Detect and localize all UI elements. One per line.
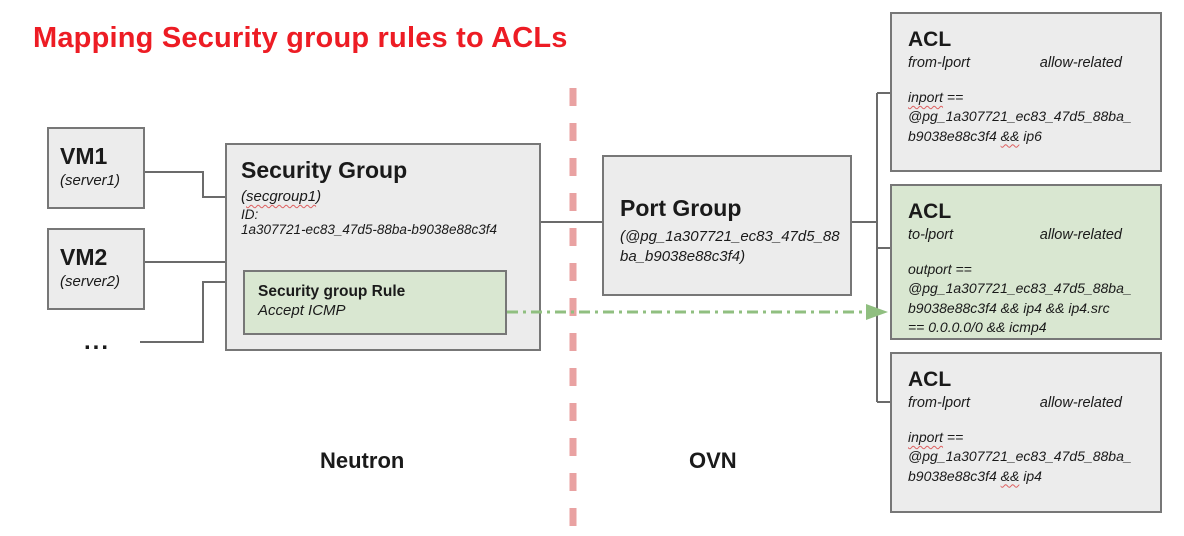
acl-action: allow-related: [1039, 395, 1122, 411]
vm2-subtitle: (server2): [60, 273, 121, 290]
ellipsis-to-secgroup-line: [140, 281, 225, 343]
acl-match-expression: inport ==@pg_1a307721_ec83_47d5_88ba_b90…: [908, 429, 1132, 484]
acl-box-ip4: ACL from-lport allow-related inport ==@p…: [890, 352, 1162, 513]
rule-detail: Accept ICMP: [258, 302, 346, 319]
vm2-name: VM2: [60, 244, 108, 270]
acl-meta-row: from-lport allow-related: [908, 55, 1144, 71]
neutron-zone-label: Neutron: [320, 448, 405, 473]
acl-title: ACL: [908, 200, 952, 223]
vm1-box: VM1 (server1): [47, 127, 145, 209]
acl-direction: to-lport: [908, 227, 954, 243]
acl-box-ip6: ACL from-lport allow-related inport ==@p…: [890, 12, 1162, 172]
acl-direction: from-lport: [908, 55, 971, 71]
security-group-name: (secgroup1): [241, 188, 322, 205]
rule-to-acl-arrow: [507, 304, 888, 320]
acl-meta-row: to-lport allow-related: [908, 227, 1144, 243]
rule-to-acl-arrow-head: [866, 304, 888, 320]
security-group-box: Security Group (secgroup1) ID: 1a307721-…: [225, 143, 541, 351]
acl-match-expression: outport ==@pg_1a307721_ec83_47d5_88ba_b9…: [908, 261, 1132, 335]
vm1-subtitle: (server1): [60, 172, 121, 189]
rule-title: Security group Rule: [258, 283, 406, 300]
more-vms-ellipsis: ...: [84, 328, 111, 355]
vm2-box: VM2 (server2): [47, 228, 145, 310]
security-group-title: Security Group: [241, 157, 408, 183]
acl-action: allow-related: [1039, 227, 1122, 243]
ovn-zone-label: OVN: [689, 448, 737, 473]
acl-action: allow-related: [1039, 55, 1122, 71]
port-group-title: Port Group: [620, 195, 742, 221]
security-group-rule-box: Security group Rule Accept ICMP: [243, 270, 507, 335]
security-group-id-label: ID:: [241, 207, 259, 222]
acl-direction: from-lport: [908, 395, 971, 411]
acl-meta-row: from-lport allow-related: [908, 395, 1144, 411]
acl-match-expression: inport ==@pg_1a307721_ec83_47d5_88ba_b90…: [908, 89, 1132, 144]
acl-title: ACL: [908, 368, 952, 391]
security-group-id-value: 1a307721-ec83_47d5-88ba-b9038e88c3f4: [241, 222, 497, 237]
acl-box-icmp4-highlighted: ACL to-lport allow-related outport ==@pg…: [890, 184, 1162, 340]
vm1-to-secgroup-line: [143, 171, 225, 198]
vm1-name: VM1: [60, 143, 108, 169]
acl-title: ACL: [908, 28, 952, 51]
page-title: Mapping Security group rules to ACLs: [33, 22, 568, 54]
